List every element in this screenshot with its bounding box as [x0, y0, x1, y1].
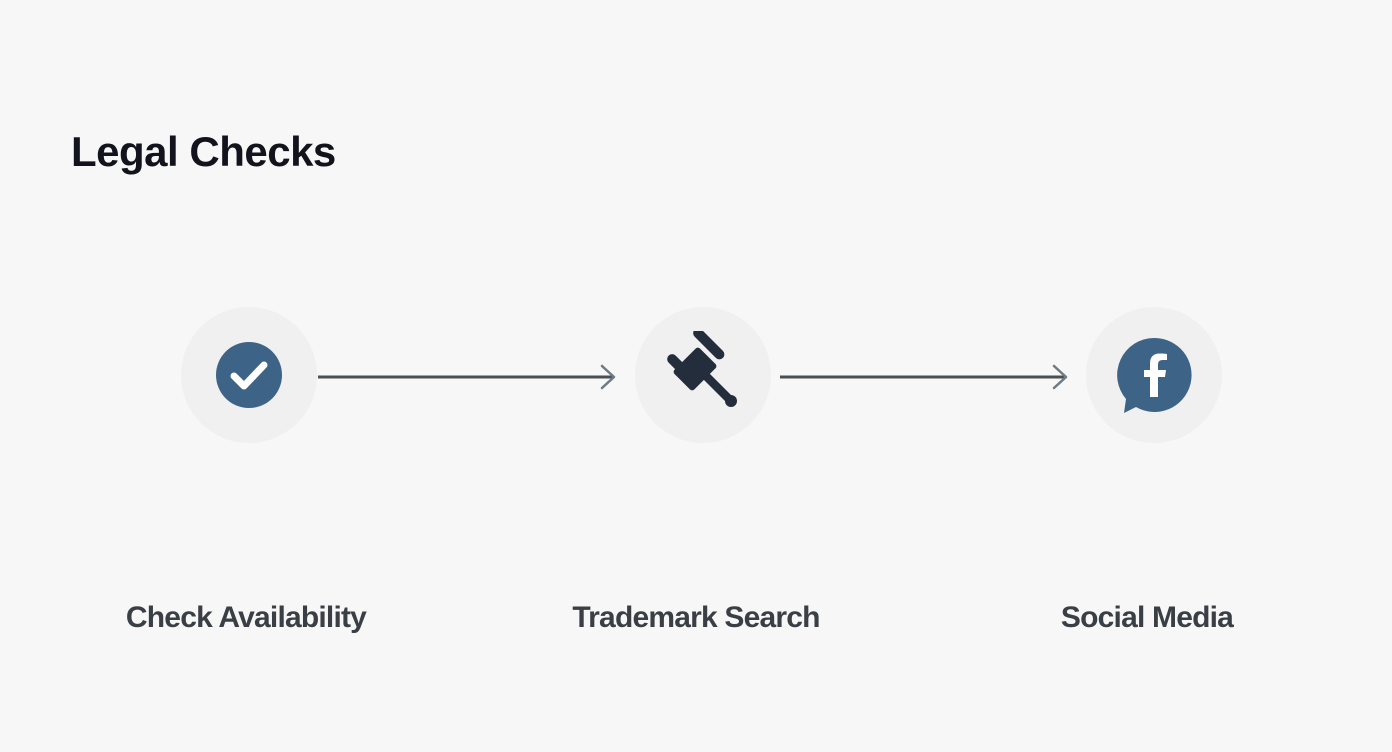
arrow-right-icon — [318, 364, 616, 390]
check-circle-icon — [215, 341, 283, 409]
step-label-check-availability: Check Availability — [125, 601, 367, 634]
arrow-right-icon — [780, 364, 1068, 390]
page-title: Legal Checks — [71, 128, 336, 175]
step-social-media-node — [1086, 307, 1222, 443]
step-check-availability-node — [181, 307, 317, 443]
step-label-social-media: Social Media — [1060, 601, 1234, 634]
step-trademark-search-node — [635, 307, 771, 443]
facebook-chat-icon — [1114, 335, 1194, 415]
step-label-trademark-search: Trademark Search — [572, 601, 820, 634]
gavel-icon — [659, 331, 747, 419]
